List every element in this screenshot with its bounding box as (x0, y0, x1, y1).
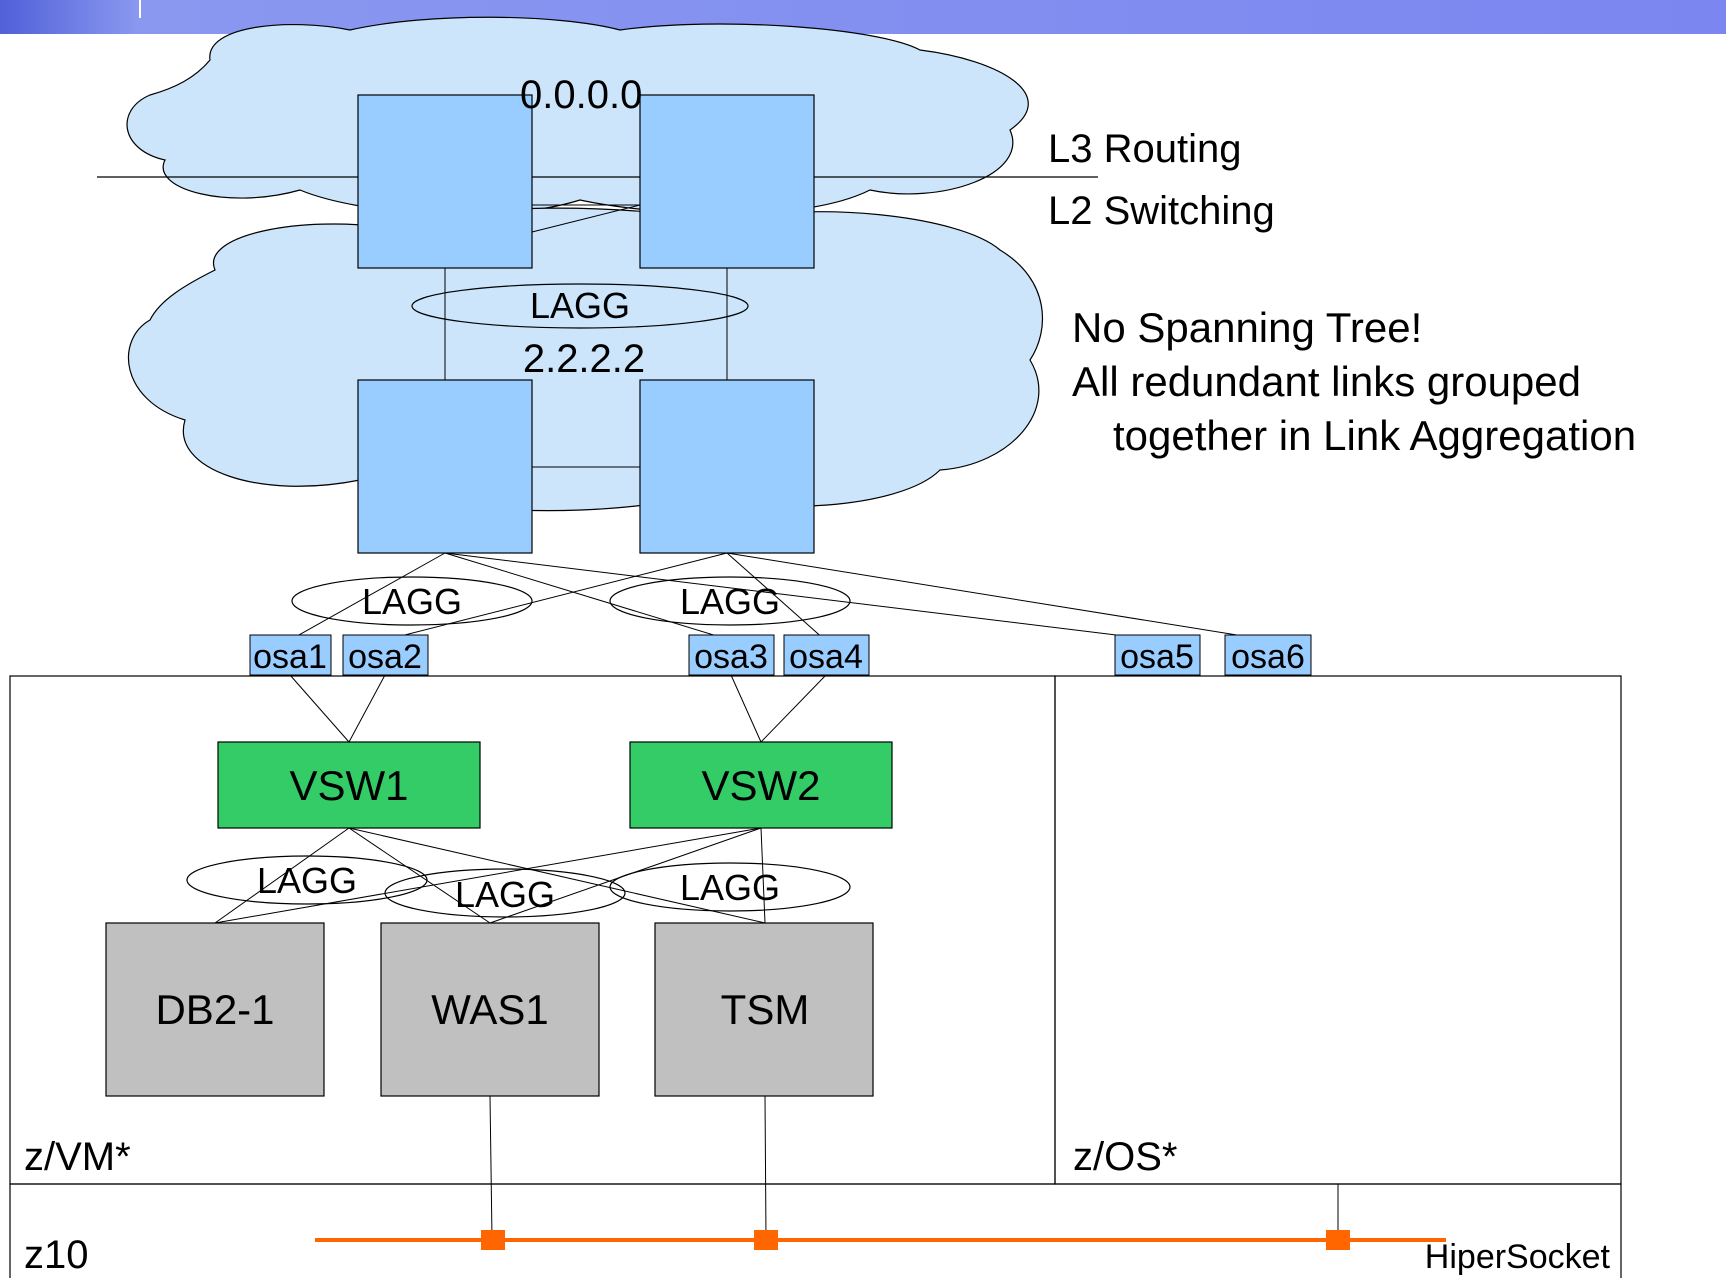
osa-label-3: osa3 (694, 638, 768, 676)
vswitch-2-label: VSW2 (701, 762, 820, 809)
guest-db2-label: DB2-1 (155, 986, 274, 1033)
hipersocket-port-zos (1326, 1230, 1350, 1250)
l3-routing-label: L3 Routing (1048, 127, 1241, 171)
access-switch-right (639, 379, 815, 554)
lagg-ellipse-guest-3 (609, 862, 851, 912)
guest-db2 (105, 922, 325, 1097)
lagg-ellipse-osa-right (609, 576, 851, 626)
zos-lpar (1054, 675, 1622, 1185)
core-switch-left (357, 94, 533, 269)
lagg-label-osa-left: LAGG (362, 581, 462, 622)
lagg-ellipse-core (411, 283, 749, 329)
lagg-label-guest-2: LAGG (455, 874, 555, 915)
lagg-ellipse-osa-left (291, 576, 533, 626)
osa-port-4 (783, 634, 870, 676)
vsw-uplinks (289, 674, 827, 743)
lagg-label-guest-3: LAGG (680, 867, 780, 908)
note-line-1: No Spanning Tree! (1072, 304, 1422, 351)
guest-tsm (654, 922, 874, 1097)
guest-was1 (380, 922, 600, 1097)
cloud-label: 0.0.0.0 (520, 73, 642, 117)
osa-label-4: osa4 (789, 638, 863, 676)
z10-machine (9, 1183, 1622, 1278)
hipersocket-port-tsm (754, 1230, 778, 1250)
vswitch-1 (217, 741, 481, 829)
hipersocket-label: HiperSocket (1425, 1238, 1611, 1276)
osa-label-6: osa6 (1231, 638, 1305, 676)
core-switch-right (639, 94, 815, 269)
osa-port-3 (688, 634, 775, 676)
guest-tsm-label: TSM (721, 986, 810, 1033)
lagg-label-guest-1: LAGG (257, 860, 357, 901)
osa-port-2 (342, 634, 429, 676)
hipersocket-drops (489, 1095, 1339, 1239)
vswitch-2 (629, 741, 893, 829)
l2-switching-label: L2 Switching (1048, 189, 1275, 233)
guest-was1-label: WAS1 (431, 986, 548, 1033)
z10-label: z10 (24, 1233, 89, 1277)
osa-port-5 (1114, 634, 1201, 676)
osa-links (289, 552, 1269, 641)
vswitch-1-label: VSW1 (289, 762, 408, 809)
osa-label-5: osa5 (1120, 638, 1194, 676)
zos-label: z/OS* (1073, 1135, 1177, 1179)
osa-ports (249, 634, 1312, 676)
access-switch-left (357, 379, 533, 554)
lagg-label-core: LAGG (530, 285, 630, 326)
zvm-label: z/VM* (24, 1135, 131, 1179)
note-line-2: All redundant links grouped (1072, 358, 1581, 405)
osa-label-2: osa2 (348, 638, 422, 676)
osa-label-1: osa1 (253, 638, 327, 676)
guest-links (214, 827, 766, 924)
osa-port-1 (249, 634, 332, 676)
inner-cloud-label: 2.2.2.2 (523, 337, 645, 381)
note-line-3: together in Link Aggregation (1113, 412, 1636, 459)
lagg-ellipse-guest-1 (186, 855, 428, 905)
core-link-b (531, 204, 641, 233)
osa-port-6 (1224, 634, 1312, 676)
lagg-label-osa-right: LAGG (680, 581, 780, 622)
lagg-ellipse-guest-2 (384, 868, 626, 918)
hipersocket-port-was1 (481, 1230, 505, 1250)
